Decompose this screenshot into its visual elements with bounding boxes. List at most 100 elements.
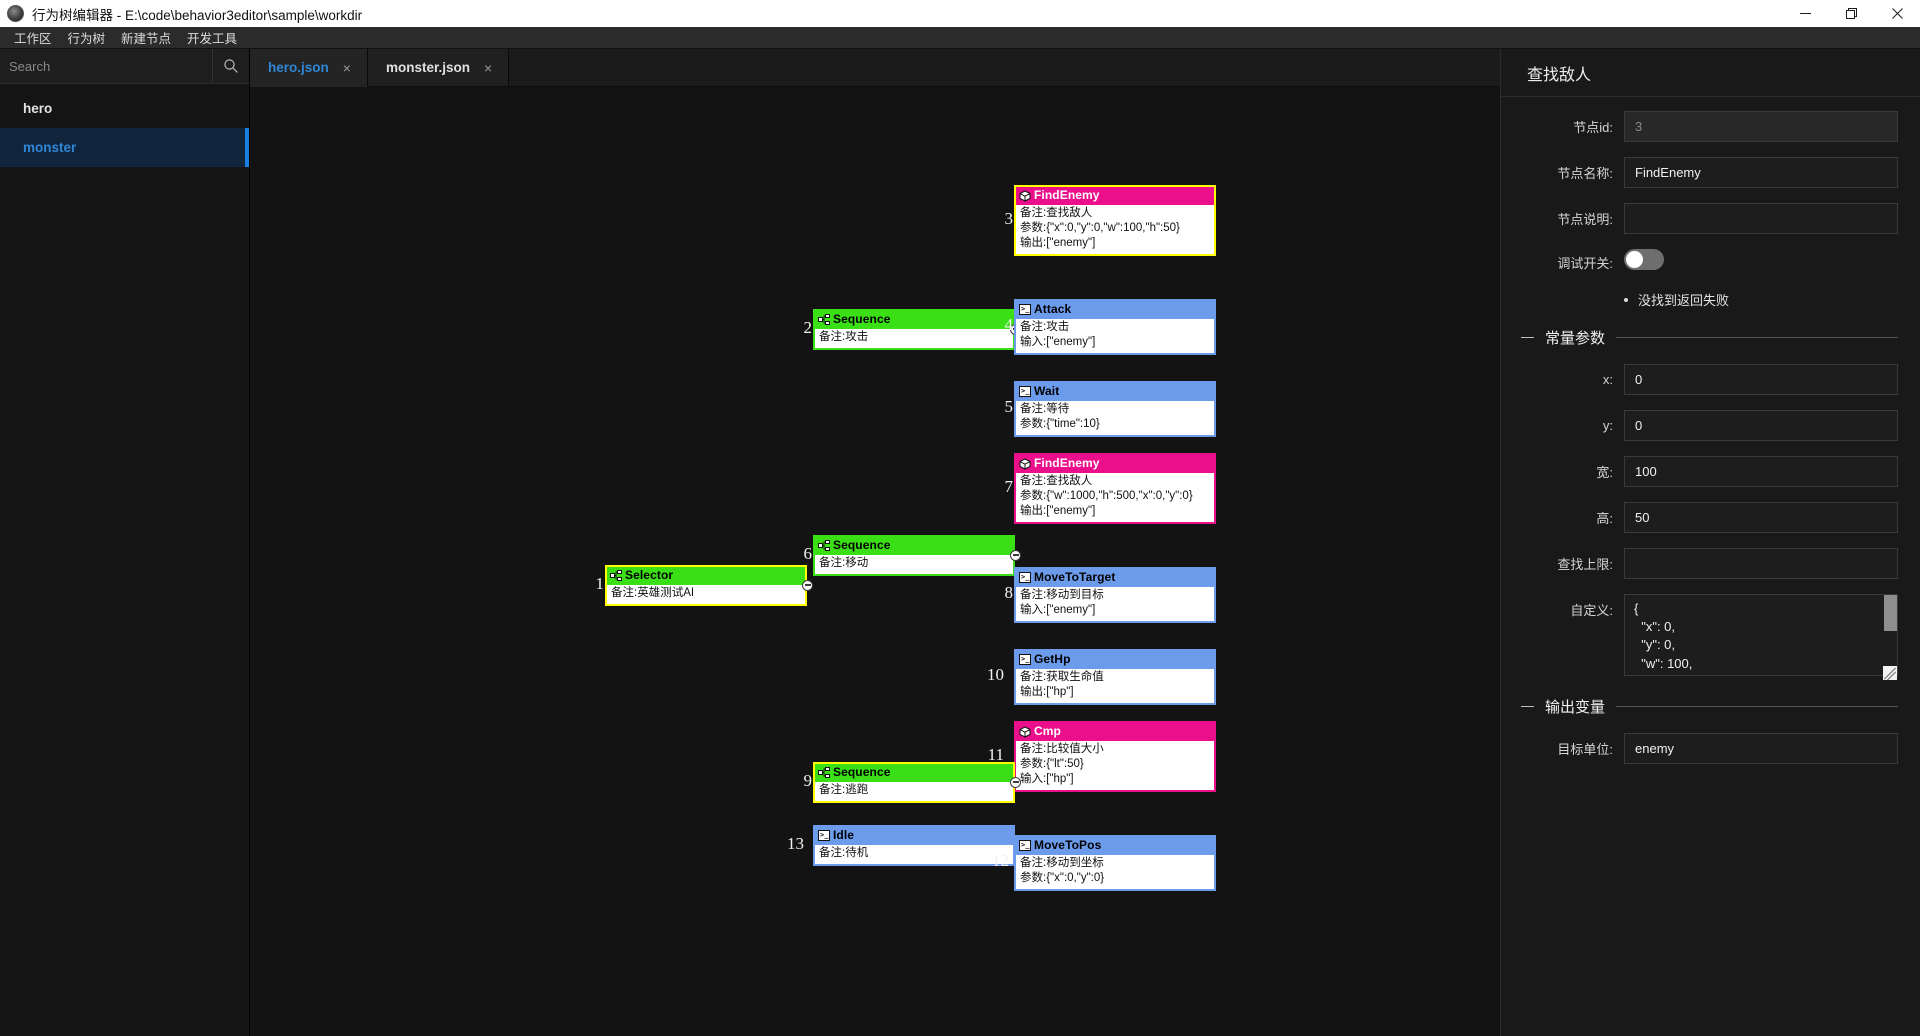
node-title: Sequence [833, 312, 891, 326]
node-body: 备注:移动 [815, 555, 1013, 574]
node-index-label: 9 [803, 770, 813, 790]
section-const-params[interactable]: 常量参数 [1511, 327, 1898, 348]
file-item-monster[interactable]: monster [0, 128, 249, 167]
minimize-icon[interactable] [1782, 0, 1828, 27]
tree-node-findenemy-7[interactable]: FindEnemy 备注:查找敌人参数:{"w":1000,"h":500,"x"… [1014, 453, 1216, 525]
node-output-port[interactable] [1010, 549, 1021, 561]
node-body: 备注:逃跑 [815, 782, 1013, 801]
node-header: >_Wait [1016, 383, 1214, 401]
node-title: Selector [625, 568, 674, 582]
node-output-port[interactable] [1010, 776, 1021, 788]
tab-label: monster.json [385, 60, 470, 75]
field-output-target: 目标单位: [1511, 733, 1898, 764]
field-node-name: 节点名称: [1511, 157, 1898, 188]
properties-panel: 查找敌人 节点id: 节点名称: 节点说明: 调试开关: [1500, 49, 1920, 1036]
textarea-scrollbar[interactable] [1884, 595, 1897, 631]
menu-item-behavior-tree[interactable]: 行为树 [67, 32, 106, 46]
hint-text: 没找到返回失败 [1638, 293, 1730, 308]
node-header: FindEnemy [1016, 187, 1214, 205]
file-list: hero monster [0, 84, 249, 1036]
node-detail-row: 备注:查找敌人 [1020, 206, 1093, 219]
tab-close-icon[interactable]: × [342, 59, 351, 76]
const-w-field[interactable] [1624, 456, 1898, 487]
const-limit-field[interactable] [1624, 548, 1898, 579]
node-header: Sequence [815, 537, 1013, 555]
const-x-field[interactable] [1624, 364, 1898, 395]
debug-toggle[interactable] [1624, 249, 1664, 270]
cube-icon [1019, 726, 1031, 738]
search-input[interactable] [0, 49, 213, 83]
node-index-label: 11 [987, 744, 1004, 764]
console-icon: >_ [1019, 840, 1031, 852]
hierarchy-icon [610, 570, 622, 582]
node-title: FindEnemy [1034, 456, 1100, 470]
window-title: 行为树编辑器 - E:\code\behavior3editor\sample\… [32, 7, 363, 23]
menu-bar: 工作区 行为树 新建节点 开发工具 [0, 27, 1920, 49]
node-title: Wait [1034, 384, 1060, 398]
menu-item-dev-tools[interactable]: 开发工具 [187, 32, 238, 46]
node-body: 备注:查找敌人参数:{"w":1000,"h":500,"x":0,"y":0}… [1016, 473, 1214, 523]
textarea-resize-handle[interactable] [1883, 666, 1897, 680]
node-detail-row: 备注:逃跑 [819, 783, 869, 796]
node-id-field[interactable] [1624, 111, 1898, 142]
const-h-field[interactable] [1624, 502, 1898, 533]
node-index-label: 8 [1004, 583, 1014, 602]
search-icon[interactable] [213, 49, 249, 83]
node-detail-row: 备注:待机 [819, 846, 869, 859]
node-name-field[interactable] [1624, 157, 1898, 188]
node-index-label: 1 [595, 573, 605, 593]
sidebar: hero monster [0, 49, 250, 1036]
output-target-field[interactable] [1624, 733, 1898, 764]
collapse-icon[interactable] [1521, 337, 1534, 338]
console-icon: >_ [1019, 572, 1031, 584]
window-controls [1782, 0, 1920, 27]
tab-close-icon[interactable]: × [483, 59, 493, 76]
menu-item-new-node[interactable]: 新建节点 [121, 32, 172, 46]
tab-monster-json[interactable]: monster.json × [367, 49, 510, 86]
hierarchy-icon [818, 540, 830, 552]
file-item-hero[interactable]: hero [23, 101, 53, 116]
const-y-field[interactable] [1624, 410, 1898, 441]
title-bar: 行为树编辑器 - E:\code\behavior3editor\sample\… [0, 0, 1920, 27]
field-label: 目标单位: [1557, 742, 1613, 757]
field-label: 节点名称: [1557, 166, 1613, 181]
node-detail-row: 参数:{"x":0,"y":0,"w":100,"h":50} [1020, 222, 1180, 234]
maximize-icon[interactable] [1828, 0, 1874, 27]
field-label: 节点id: [1573, 120, 1613, 135]
node-header: FindEnemy [1016, 455, 1214, 473]
close-icon[interactable] [1874, 0, 1920, 27]
node-header: >_Attack [1016, 301, 1214, 319]
field-debug-toggle: 调试开关: [1511, 249, 1898, 275]
field-label: 宽: [1596, 465, 1613, 480]
node-detail-row: 输入:["hp"] [1020, 773, 1074, 786]
section-output-vars[interactable]: 输出变量 [1511, 696, 1898, 717]
node-body: 备注:比较值大小参数:{"lt":50}输入:["hp"] [1016, 741, 1214, 791]
field-label: y: [1602, 418, 1613, 433]
node-body: 备注:查找敌人参数:{"x":0,"y":0,"w":100,"h":50}输出… [1016, 205, 1214, 255]
menu-item-workspace[interactable]: 工作区 [14, 32, 52, 46]
bullet-icon [1624, 297, 1628, 302]
node-index-label: 12 [992, 851, 1009, 870]
collapse-icon[interactable] [1521, 706, 1534, 707]
node-desc-field[interactable] [1624, 203, 1898, 234]
node-index-label: 10 [987, 665, 1004, 684]
custom-json-textarea[interactable]: { "x": 0, "y": 0, "w": 100, [1624, 594, 1898, 676]
node-title: MoveToPos [1034, 838, 1102, 852]
tab-hero-json[interactable]: hero.json × [250, 49, 368, 87]
node-output-port[interactable] [802, 579, 813, 591]
node-body: 备注:待机 [815, 845, 1013, 864]
